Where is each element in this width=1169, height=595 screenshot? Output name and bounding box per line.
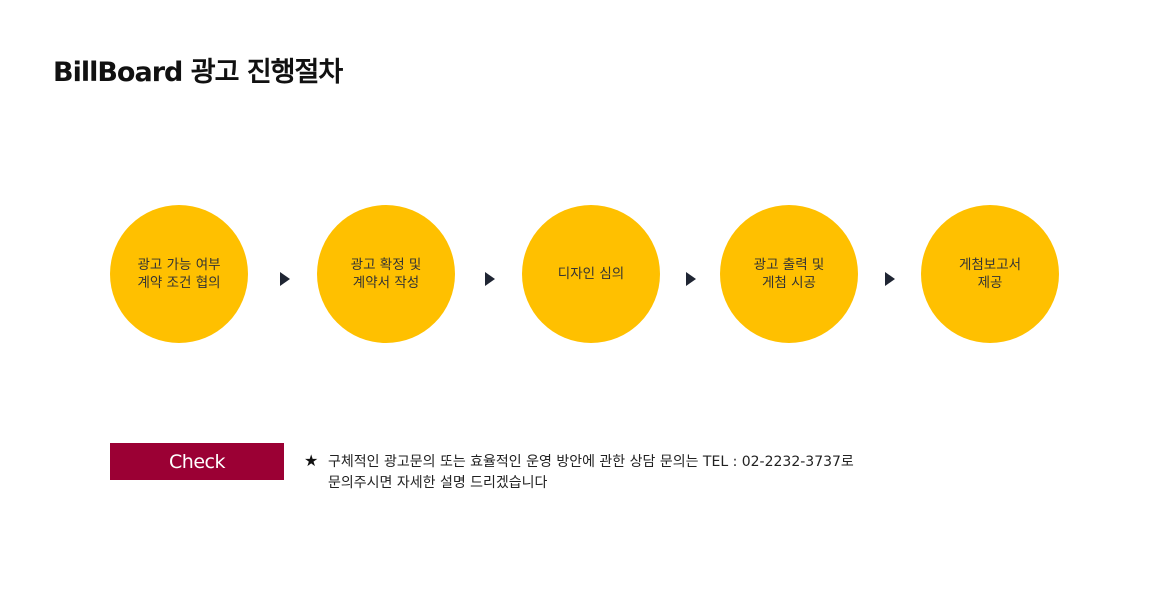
step-4-circle: 광고 출력 및 게첨 시공	[720, 205, 858, 343]
step-5-circle: 게첨보고서 제공	[921, 205, 1059, 343]
check-label: Check	[110, 443, 284, 480]
notice-text-2: 문의주시면 자세한 설명 드리겠습니다	[328, 475, 548, 491]
step-5-label: 게첨보고서 제공	[958, 257, 1022, 291]
step-2-label: 광고 확정 및 계약서 작성	[350, 257, 422, 291]
step-3-label: 디자인 심의	[557, 266, 625, 282]
step-1-label: 광고 가능 여부 계약 조건 협의	[137, 257, 221, 291]
notice-line-1: ★ 구체적인 광고문의 또는 효율적인 운영 방안에 관한 상담 문의는 TEL …	[304, 450, 854, 473]
arrow-right-icon	[885, 272, 895, 286]
step-4-label: 광고 출력 및 게첨 시공	[753, 257, 825, 291]
arrow-right-icon	[686, 272, 696, 286]
step-2-circle: 광고 확정 및 계약서 작성	[317, 205, 455, 343]
arrow-right-icon	[280, 272, 290, 286]
arrow-right-icon	[485, 272, 495, 286]
contact-notice: ★ 구체적인 광고문의 또는 효율적인 운영 방안에 관한 상담 문의는 TEL …	[304, 450, 854, 494]
page-title: BillBoard 광고 진행절차	[53, 57, 343, 88]
notice-text-1: 구체적인 광고문의 또는 효율적인 운영 방안에 관한 상담 문의는 TEL :…	[328, 454, 854, 470]
step-1-circle: 광고 가능 여부 계약 조건 협의	[110, 205, 248, 343]
step-3-circle: 디자인 심의	[522, 205, 660, 343]
star-icon: ★	[304, 451, 319, 470]
